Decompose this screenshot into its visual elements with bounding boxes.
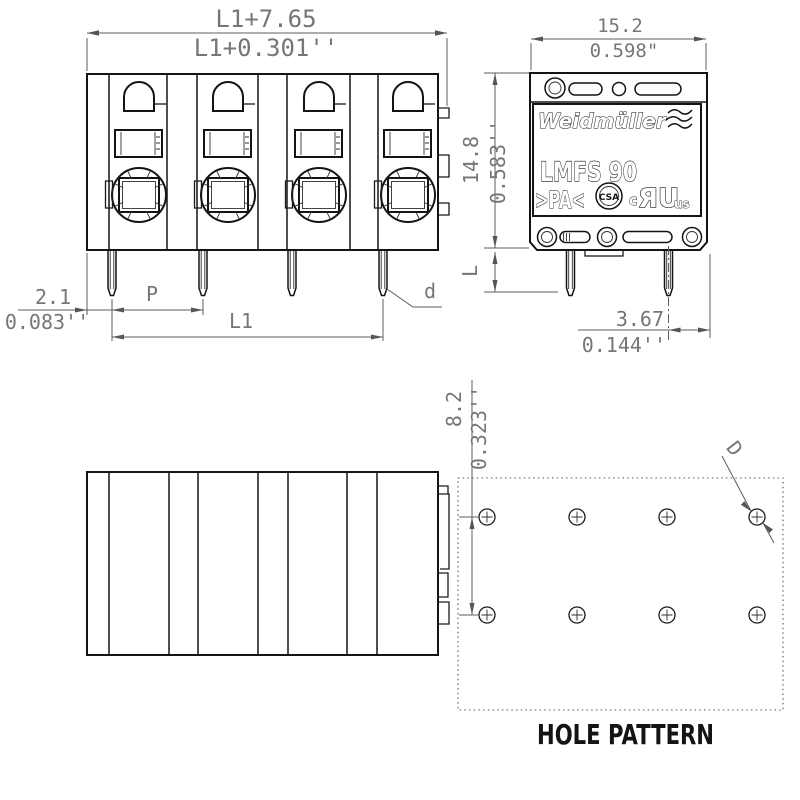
dim-offset-in: 0.083'': [5, 310, 89, 334]
pole-module-2: [193, 81, 256, 223]
dim-row-spacing: 8.2 0.323'': [442, 380, 491, 616]
leg-label: L: [458, 265, 482, 277]
dim-side-width: 15.2 0.598": [530, 15, 707, 70]
front-pin-1: [107, 249, 117, 297]
ul-recognized-icon: ЯU: [638, 184, 679, 214]
dim-width-mm: 15.2: [597, 15, 643, 37]
side-top-details: [544, 77, 682, 99]
front-body-outline: [86, 73, 439, 251]
front-pin-2: [198, 249, 208, 297]
side-pin-1: [565, 249, 576, 297]
dim-row-in: 0.323'': [467, 386, 491, 470]
material-text: >PA<: [535, 186, 585, 214]
side-body-outline: [529, 72, 708, 251]
dim-row-mm: 8.2: [442, 391, 466, 427]
dim-height-in: 0.583'': [486, 120, 510, 204]
bottom-body-outline: [86, 471, 439, 656]
product-text: LMFS 90: [540, 157, 637, 188]
hole-pattern-title: HOLE PATTERN: [537, 718, 714, 751]
front-pin-4: [378, 249, 388, 297]
front-right-tabs: [438, 107, 450, 216]
dim-height-mm: 14.8: [459, 136, 483, 184]
pin-dia-label: d: [424, 279, 436, 303]
bottom-view: [86, 471, 450, 656]
dim-bottom-group: 2.1 0.083'' P L1 d: [5, 253, 442, 341]
csa-mark-icon: [595, 182, 623, 210]
dim-pin-offset-in: 0.144'': [582, 333, 666, 357]
side-flange-details: [536, 226, 703, 257]
dim-side-height: 14.8 0.583'' L: [458, 72, 558, 293]
pole-module-3: [284, 81, 347, 223]
csa-text: CSA: [599, 193, 619, 203]
bottom-partition-walls: [108, 472, 378, 655]
pcb-outline: [457, 477, 784, 711]
dim-total-in: L1+0.301'': [194, 34, 339, 62]
dim-hole-diameter: D: [721, 436, 775, 544]
length-label: L1: [229, 309, 253, 333]
pitch-label: P: [146, 282, 158, 306]
dim-total-width: L1+7.65 L1+0.301'': [86, 5, 448, 106]
weidmueller-logo-icon: [665, 109, 693, 129]
brand-text: Weidmüller: [538, 109, 667, 133]
dia-label: D: [722, 436, 748, 460]
ul-c-text: c: [629, 193, 637, 209]
dim-pin-offset: 3.67 0.144'': [578, 246, 711, 357]
front-pin-3: [287, 249, 297, 297]
ul-us-text: us: [674, 197, 690, 211]
bottom-right-tabs: [438, 485, 450, 625]
pole-partition-walls: [108, 74, 379, 250]
hole-pattern: 8.2 0.323'' D HOLE PATTERN: [442, 380, 784, 751]
dim-width-in: 0.598": [590, 40, 659, 62]
dim-total-mm: L1+7.65: [215, 5, 316, 33]
dim-pin-offset-mm: 3.67: [616, 307, 664, 331]
pole-module-1: [104, 81, 167, 223]
pole-module-4: [373, 81, 436, 223]
front-view: L1+7.65 L1+0.301'' 2.1 0.083'' P L1 d: [5, 5, 450, 341]
side-view: Weidmüller LMFS 90 >PA< CSA c ЯU us: [458, 15, 711, 357]
marking-label: Weidmüller LMFS 90 >PA< CSA c ЯU us: [532, 103, 702, 217]
dim-offset-mm: 2.1: [35, 285, 71, 309]
drill-holes: [478, 508, 766, 624]
label-frame: [532, 103, 702, 217]
